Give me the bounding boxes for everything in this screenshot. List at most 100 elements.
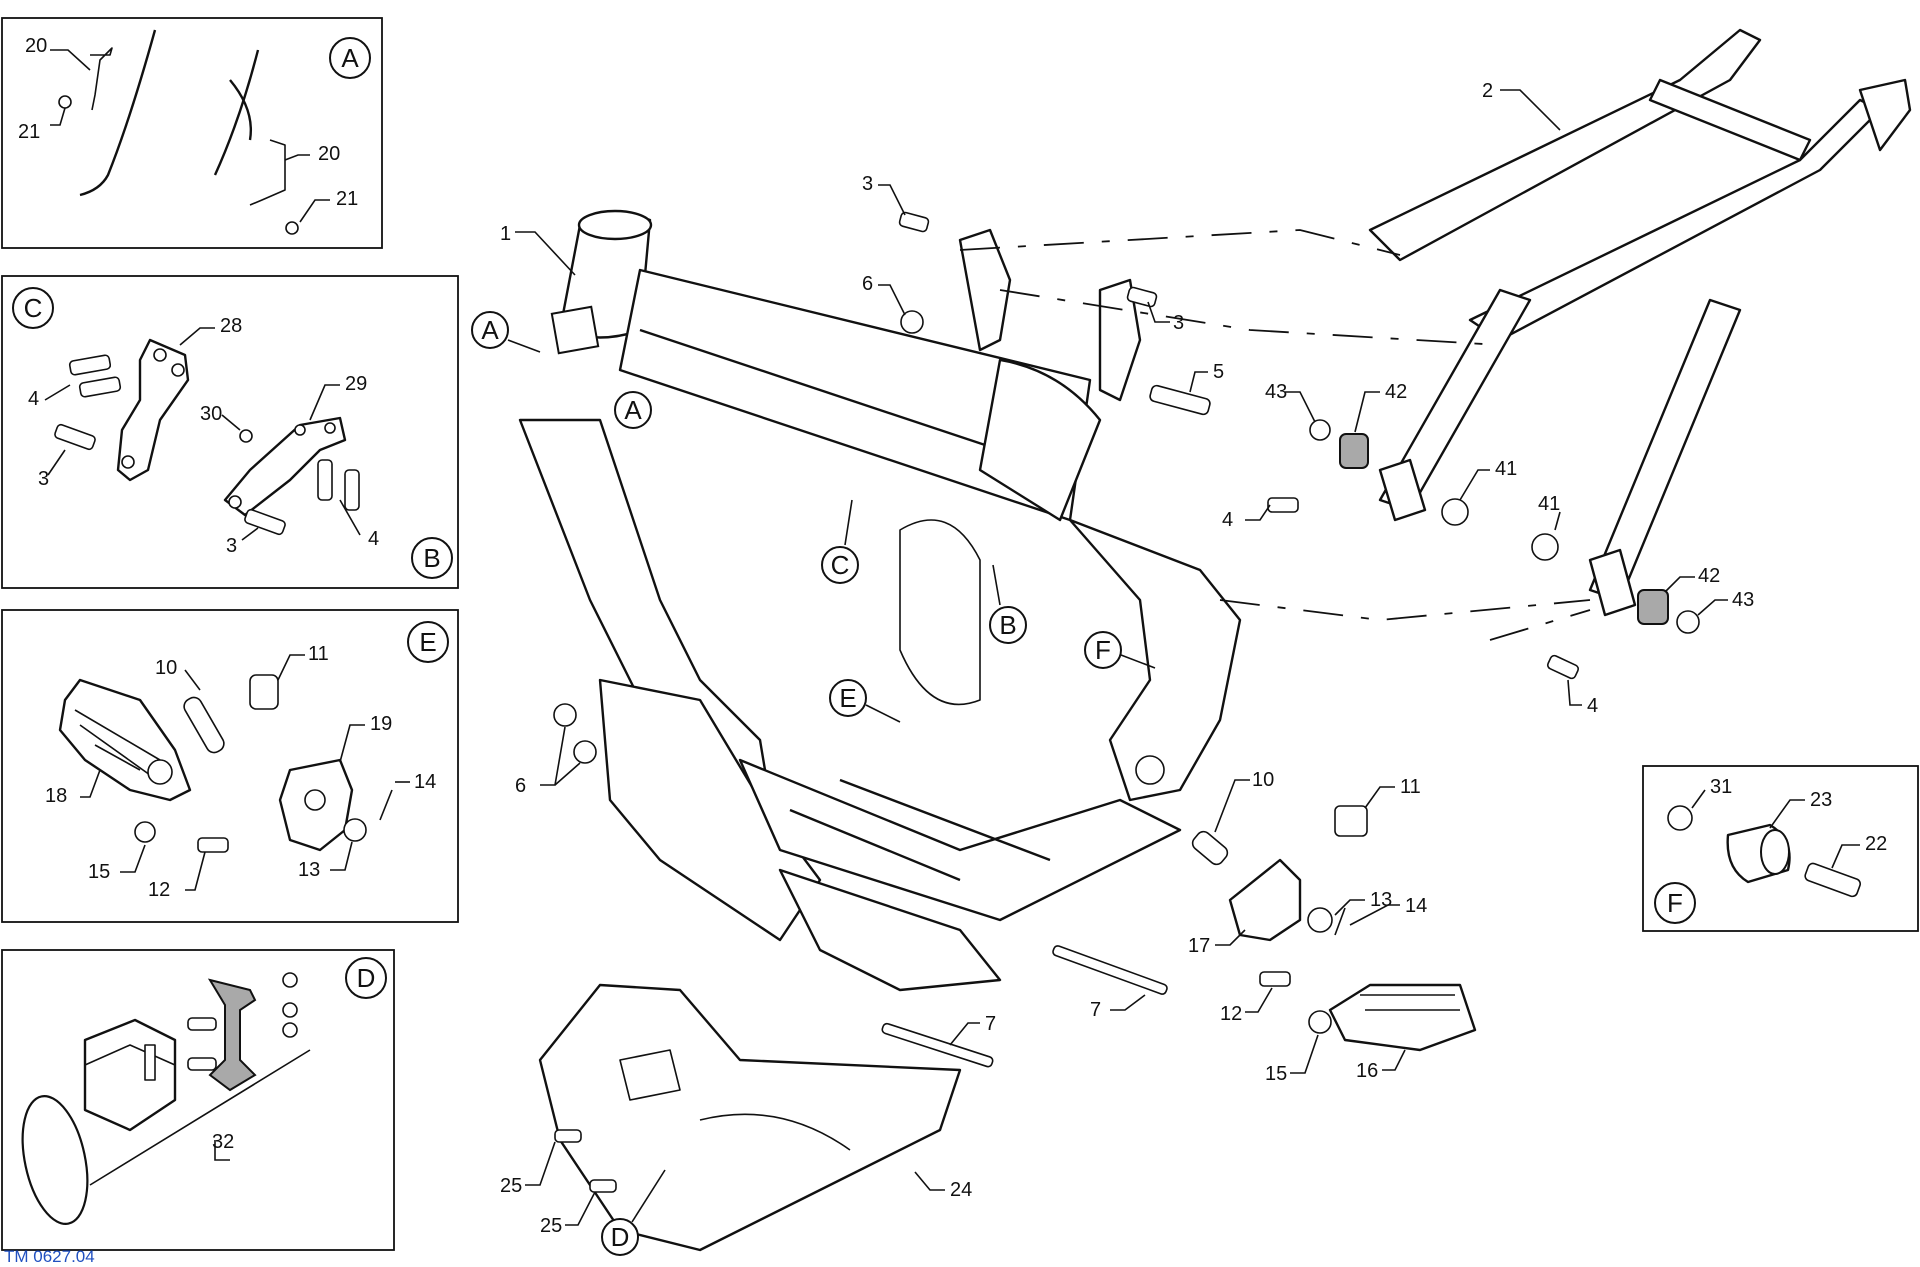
leader-12 <box>185 851 206 891</box>
inset-e: E 10 11 19 14 18 15 12 13 <box>1 609 459 923</box>
leader-4a <box>44 384 71 401</box>
inset-b-letter: B <box>423 543 440 573</box>
label-3b: 3 <box>226 535 237 557</box>
screw-12-main <box>1259 971 1291 987</box>
pin-10 <box>183 696 225 754</box>
label-29: 29 <box>345 373 367 395</box>
leader-31 <box>1691 789 1706 809</box>
footrest-bracket-17 <box>1228 858 1302 942</box>
leader-22 <box>1831 844 1860 869</box>
bracket-29-hole-b <box>324 422 336 434</box>
lower-frame-rails <box>738 758 1182 922</box>
label-31: 31 <box>1710 776 1732 798</box>
leader-13-main <box>1334 899 1365 916</box>
leader-25-upper <box>525 1141 556 1186</box>
footrest-16 <box>1328 983 1477 1052</box>
screw-4-left <box>1267 497 1299 513</box>
leader-11-main <box>1364 786 1395 809</box>
inset-c-letter: C <box>24 293 43 323</box>
label-24: 24 <box>950 1179 972 1201</box>
label-3-tr: 3 <box>1173 312 1184 334</box>
leader-42-low <box>1664 576 1695 593</box>
label-19: 19 <box>370 713 392 735</box>
screw-12 <box>197 837 229 853</box>
marker-c <box>821 546 859 584</box>
leader-a-21 <box>50 107 66 126</box>
leader-5 <box>1189 371 1208 393</box>
washer-43-top <box>1309 419 1331 441</box>
bracket-19-hole <box>304 789 326 811</box>
label-18: 18 <box>45 785 67 807</box>
label-3a: 3 <box>38 468 49 490</box>
o-ring <box>21 1095 89 1225</box>
spring-14-main <box>1334 907 1346 936</box>
label-42-low: 42 <box>1698 565 1720 587</box>
leader-6-left <box>540 726 581 786</box>
inset-d-letter: D <box>357 963 376 993</box>
inset-f-letter: F <box>1667 888 1683 918</box>
label-11: 11 <box>308 643 329 665</box>
marker-c-arrow <box>844 499 853 546</box>
footrest-18-teeth <box>74 709 161 776</box>
bracket-29-hole-a <box>294 424 306 436</box>
brake-line-clip-lower <box>249 139 286 206</box>
label-3-tl: 3 <box>862 173 873 195</box>
screw-21-lower <box>285 221 299 235</box>
bushing-42-low <box>1637 589 1669 625</box>
pin-10-main <box>1191 830 1229 866</box>
main-frame <box>518 209 1242 992</box>
skid-plate-contour <box>699 1113 851 1151</box>
nut-6-left-b <box>573 740 597 764</box>
bushing-42-top <box>1339 433 1369 469</box>
fork-crown <box>229 79 252 141</box>
marker-f <box>1084 631 1122 669</box>
engine-mount-right <box>1098 278 1142 402</box>
marker-c-letter: C <box>831 550 850 580</box>
label-14: 14 <box>414 771 436 793</box>
main-callouts: 1 2 3 3 6 6 5 43 42 41 4 41 42 43 4 10 1… <box>500 80 1754 1237</box>
nut-6-top <box>900 310 924 334</box>
screw-25-upper <box>554 1129 582 1143</box>
label-25-upper: 25 <box>500 1175 522 1197</box>
label-17: 17 <box>1188 935 1210 957</box>
assembly-line-2 <box>999 289 1501 346</box>
label-12: 12 <box>148 879 170 901</box>
leader-3a <box>47 449 66 476</box>
label-41-low: 41 <box>1538 493 1560 515</box>
subframe-rear-crossmember <box>1648 78 1812 162</box>
subframe-upper-tube-left <box>1368 28 1762 262</box>
leader-13 <box>330 841 353 871</box>
leader-30 <box>221 414 241 431</box>
marker-a-1-letter: A <box>481 315 499 345</box>
inset-a-border <box>1 17 383 249</box>
marker-a-2-letter: A <box>624 395 642 425</box>
spring-15 <box>134 821 156 843</box>
fork-tube-right <box>213 49 260 176</box>
screw-4c <box>317 459 333 501</box>
leader-3-tr <box>1147 301 1170 323</box>
marker-d-arrow <box>631 1169 666 1223</box>
pivot-casting <box>978 358 1102 522</box>
label-5: 5 <box>1213 361 1224 383</box>
leader-1 <box>515 231 576 276</box>
label-2: 2 <box>1482 80 1493 102</box>
skid-plate-mount <box>619 1049 681 1101</box>
screw-3-top-left <box>898 211 930 233</box>
subframe-upper-tube-right <box>1468 98 1882 342</box>
label-7-bottom: 7 <box>985 1013 996 1035</box>
assembly-line-1 <box>959 229 1401 256</box>
nut-d-c <box>282 1022 298 1038</box>
label-43-low: 43 <box>1732 589 1754 611</box>
label-10: 10 <box>155 657 177 679</box>
nut-30 <box>239 429 253 443</box>
leader-15 <box>120 844 146 873</box>
bolt-7-right <box>1052 945 1168 995</box>
label-23: 23 <box>1810 789 1832 811</box>
leader-3b <box>241 527 259 541</box>
marker-a-1 <box>471 311 509 349</box>
leader-42-top <box>1354 391 1380 433</box>
leader-43-top <box>1285 391 1316 423</box>
leader-a-21b <box>299 199 330 223</box>
leader-18 <box>80 769 101 798</box>
spring-15-main <box>1308 1010 1332 1034</box>
